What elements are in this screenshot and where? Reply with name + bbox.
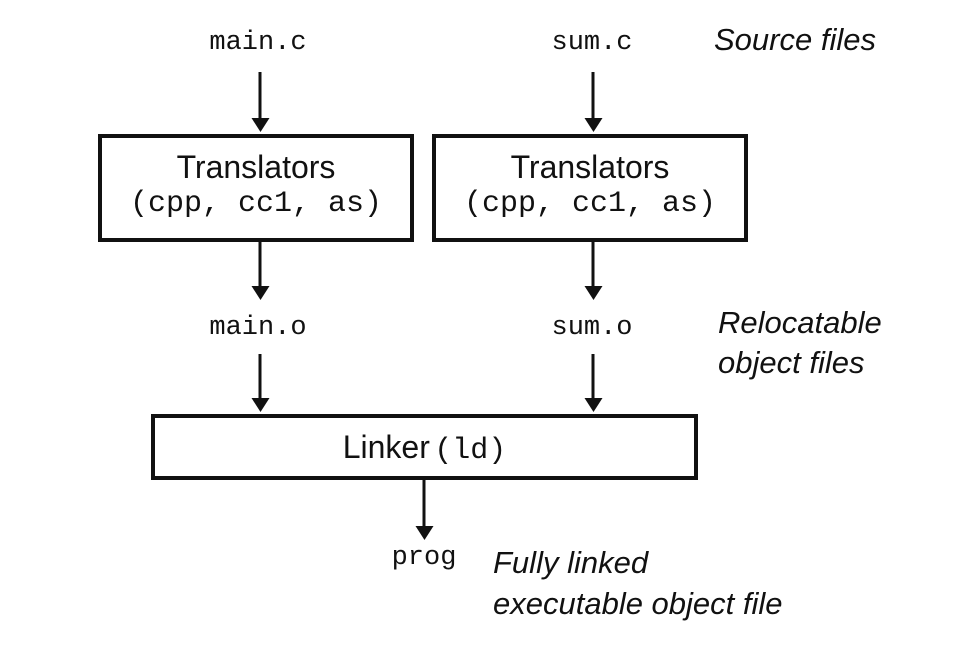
source-files-note: Source files xyxy=(714,22,876,57)
arrow-translators-to-sum-o xyxy=(591,242,595,288)
arrow-main-c-to-translators xyxy=(258,72,262,120)
linker-title: Linker xyxy=(342,429,430,465)
translators-title-left: Translators xyxy=(176,149,336,185)
linker-box: Linker (ld) xyxy=(151,414,698,480)
translators-tools-left: (cpp, cc1, as) xyxy=(129,187,383,221)
arrow-linker-to-prog xyxy=(422,480,426,528)
arrow-sum-c-to-translators xyxy=(591,72,595,120)
source-file-main-c: main.c xyxy=(209,28,307,58)
linker-tool: (ld) xyxy=(434,434,507,468)
relocatable-note-line2: object files xyxy=(718,345,865,380)
fully-linked-note-line2: executable object file xyxy=(493,586,783,621)
translators-tools-right: (cpp, cc1, as) xyxy=(463,187,717,221)
relocatable-note-line1: Relocatable xyxy=(718,305,882,340)
output-file-prog: prog xyxy=(391,543,457,573)
translators-box-left: Translators (cpp, cc1, as) xyxy=(98,134,414,242)
source-file-sum-c: sum.c xyxy=(551,28,633,58)
object-file-sum-o: sum.o xyxy=(551,313,633,343)
object-file-main-o: main.o xyxy=(209,313,307,343)
fully-linked-note-line1: Fully linked xyxy=(493,545,649,580)
arrow-translators-to-main-o xyxy=(258,242,262,288)
arrow-sum-o-to-linker xyxy=(591,354,595,400)
translators-title-right: Translators xyxy=(510,149,670,185)
arrow-main-o-to-linker xyxy=(258,354,262,400)
translators-box-right: Translators (cpp, cc1, as) xyxy=(432,134,748,242)
